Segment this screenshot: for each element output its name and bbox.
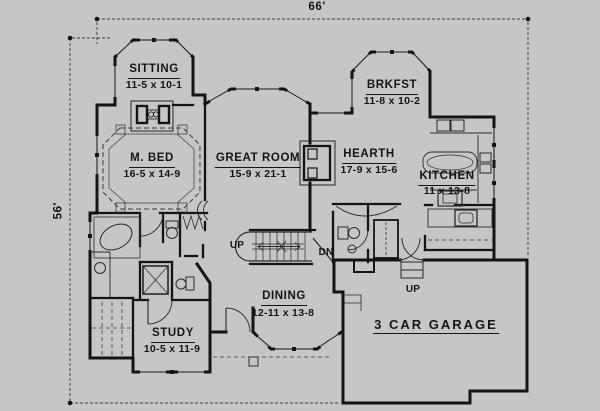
water-closet-toilet	[175, 276, 195, 291]
wall-garage	[332, 248, 529, 405]
stair-rail-diagonal	[312, 237, 333, 262]
room-dims-brkfst: 11-8 x 10-2	[363, 95, 421, 107]
porch	[213, 356, 332, 367]
dimension-dots	[67, 16, 531, 406]
front-door	[225, 307, 251, 333]
laundry-fixtures	[427, 208, 493, 241]
hall-closets	[92, 302, 131, 355]
porch-post	[248, 356, 259, 367]
interior-walls	[88, 102, 496, 360]
stairs-up-label: UP	[229, 240, 245, 251]
kitchen-island	[422, 151, 478, 174]
garage-entry-steps	[400, 261, 424, 279]
room-label-brkfst: BRKFST	[365, 79, 419, 95]
room-label-mbed: M. BED	[129, 152, 175, 168]
toilet	[165, 220, 179, 239]
room-label-study: STUDY	[151, 327, 195, 343]
room-label-hearth: HEARTH	[342, 148, 396, 164]
master-bath-door	[139, 212, 164, 237]
front-stoop-steps	[344, 294, 362, 311]
front-door-alcove	[353, 259, 375, 273]
room-dims-hearth: 17-9 x 15-6	[340, 164, 398, 176]
overall-width-label: 66'	[308, 1, 326, 13]
kitchen-fixtures	[422, 119, 492, 207]
tray-ceiling	[102, 124, 201, 213]
room-dims-dining: 12-11 x 13-8	[251, 307, 315, 319]
washer	[454, 209, 478, 227]
room-label-sitting: SITTING	[128, 63, 180, 79]
bedroom-fireplace	[130, 100, 174, 132]
wall-study-diagonal	[194, 261, 212, 334]
kitchen-sink	[436, 119, 451, 132]
room-label-kitchen: KITCHEN	[418, 170, 476, 186]
overall-depth-label: 56'	[52, 202, 65, 220]
shower	[142, 265, 169, 295]
room-dims-study: 10-5 x 11-9	[143, 343, 201, 355]
windows	[87, 37, 497, 375]
door-arcs	[139, 200, 425, 333]
window-ticks	[88, 38, 496, 374]
study-door	[147, 299, 173, 325]
cooktop	[479, 152, 492, 163]
mud-hall-doors	[397, 237, 425, 261]
curved-counter	[335, 205, 398, 217]
room-label-great: GREAT ROOM	[214, 152, 302, 168]
vanity-sink	[90, 251, 111, 298]
room-dims-kitchen: 11 x 13-8	[423, 185, 471, 197]
hearth-fireplace	[299, 140, 336, 186]
powder-door	[347, 229, 369, 251]
powder-room-fixtures	[335, 205, 398, 256]
stairs-down-label: DN	[318, 247, 334, 258]
room-dims-sitting: 11-5 x 10-1	[125, 79, 183, 91]
stair-direction-arrow	[257, 240, 301, 253]
room-label-dining: DINING	[261, 290, 307, 306]
master-tub	[99, 223, 133, 251]
room-dims-great: 15-9 x 21-1	[229, 168, 287, 180]
garage-up-label: UP	[405, 284, 421, 295]
dimension-lines	[69, 18, 529, 404]
room-dims-mbed: 16-5 x 14-9	[123, 168, 181, 180]
room-label-garage: 3 CAR GARAGE	[373, 317, 499, 334]
range	[437, 190, 463, 207]
tub-platform	[93, 216, 141, 259]
cased-opening	[197, 200, 209, 221]
stairs	[234, 231, 333, 262]
